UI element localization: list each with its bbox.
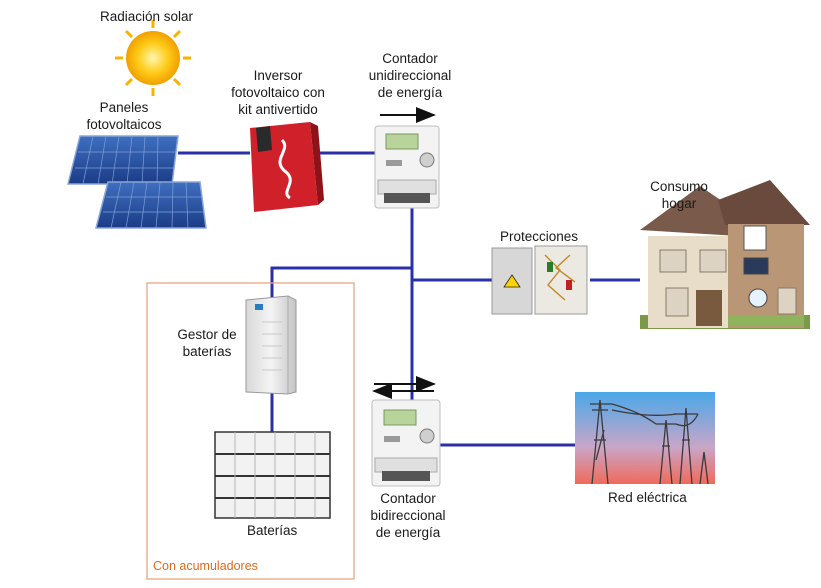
protections-panel-icon <box>491 245 588 315</box>
meter-unidirectional-label: Contador unidireccional de energía <box>368 51 452 100</box>
meter-bidirectional-icon <box>371 399 441 487</box>
batteries-icon <box>214 431 331 519</box>
sun-icon <box>115 20 191 96</box>
consumption-label: Consumo hogar <box>650 179 708 211</box>
grid-label: Red eléctrica <box>608 490 687 505</box>
wires <box>178 151 640 447</box>
inverter-icon <box>250 122 324 212</box>
solar-radiation-label: Radiación solar <box>100 9 194 24</box>
accumulators-box <box>146 282 355 580</box>
batteries-label: Baterías <box>247 523 298 538</box>
wire-to-battery-manager <box>270 266 412 300</box>
meter-unidirectional-icon <box>374 125 440 209</box>
meter-bidirectional-label: Contador bidireccional de energía <box>370 491 446 540</box>
panels-label: Paneles fotovoltaicos <box>86 100 162 132</box>
electric-grid-icon <box>575 392 715 485</box>
accumulators-label: Con acumuladores <box>153 559 258 573</box>
house-icon <box>640 180 810 329</box>
battery-manager-icon <box>245 295 297 395</box>
solar-panels-icon <box>67 135 207 229</box>
protections-label: Protecciones <box>500 229 579 244</box>
battery-manager-label: Gestor de baterías <box>177 327 237 359</box>
inverter-label: Inversor fotovoltaico con kit antivertid… <box>231 68 325 117</box>
